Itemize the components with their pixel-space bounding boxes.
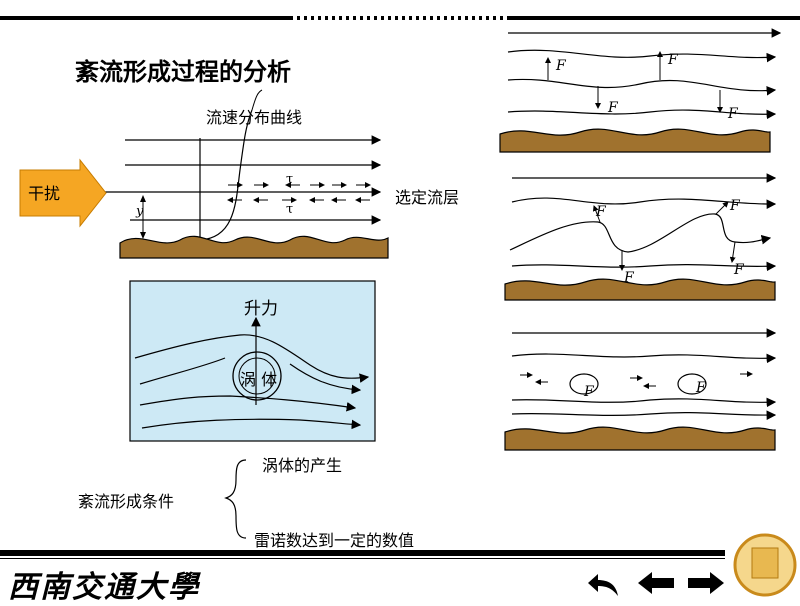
turbulence-stage-1 xyxy=(499,28,782,153)
top-rule-pattern xyxy=(290,16,510,20)
selected-layer-label: 选定流层 xyxy=(395,188,460,207)
force-label: F xyxy=(728,106,738,122)
force-label: F xyxy=(584,384,594,400)
force-label: F xyxy=(696,380,706,396)
vortex-label: 涡 体 xyxy=(240,370,278,389)
turbulence-stage-2 xyxy=(504,173,777,301)
slide-title: 紊流形成过程的分析 xyxy=(75,57,291,86)
disturbance-label: 干扰 xyxy=(28,184,61,203)
return-arrow-icon[interactable] xyxy=(586,566,626,600)
condition-title: 紊流形成条件 xyxy=(78,492,175,511)
disturbance-arrow-icon xyxy=(19,158,107,228)
laminar-flow-diagram xyxy=(105,89,389,259)
university-logo: 西南交通大學 xyxy=(8,570,200,605)
force-label: F xyxy=(556,58,566,74)
lift-label: 升力 xyxy=(244,299,278,319)
force-label: F xyxy=(608,100,618,116)
force-label: F xyxy=(668,52,678,68)
velocity-curve-label: 流速分布曲线 xyxy=(206,108,303,127)
tau-label-bottom: τ xyxy=(286,202,294,217)
right-arrow-icon[interactable] xyxy=(686,566,726,600)
condition-2: 雷诺数达到一定的数值 xyxy=(254,531,415,550)
force-label: F xyxy=(730,198,740,214)
university-crest-icon xyxy=(733,533,797,597)
tau-label-top: τ xyxy=(286,172,294,187)
condition-brace xyxy=(224,459,247,539)
y-label: y xyxy=(136,204,144,219)
force-label: F xyxy=(624,270,634,286)
condition-1: 涡体的产生 xyxy=(262,456,343,475)
vortex-lift-diagram xyxy=(129,280,376,442)
left-arrow-icon[interactable] xyxy=(636,566,676,600)
force-label: F xyxy=(734,262,744,278)
turbulence-stage-3 xyxy=(504,328,777,451)
bottom-rule-thin xyxy=(0,558,725,559)
force-label: F xyxy=(596,204,606,220)
bottom-rule xyxy=(0,550,725,556)
